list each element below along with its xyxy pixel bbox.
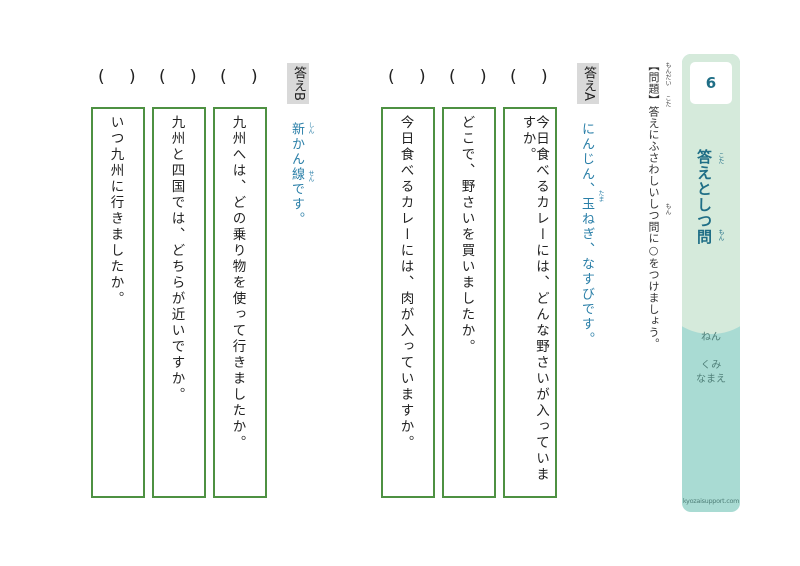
question-text: 九州と四国では、どちらが近いですか。 bbox=[168, 115, 185, 403]
answer-b-tag: 答えB bbox=[287, 63, 309, 104]
instruction-text: 【問題】答えにふさわしいしつ問に○をつけましょう。 bbox=[647, 60, 660, 350]
site-footer: kyozaisupport.com bbox=[682, 497, 740, 505]
band-curve bbox=[682, 254, 740, 334]
worksheet-number: 6 bbox=[690, 62, 732, 104]
paren-open: ( bbox=[388, 67, 395, 87]
question-text: 今日食べるカレーには、どんな野さいが入っていますか。 bbox=[519, 115, 550, 483]
paren-close[interactable]: ) bbox=[190, 67, 197, 87]
question-text: 今日食べるカレーには、肉が入っていますか。 bbox=[397, 115, 414, 451]
instruction-ruby-mon: もん bbox=[664, 203, 671, 215]
question-box-a1: 今日食べるカレーには、どんな野さいが入っていますか。 bbox=[503, 107, 557, 498]
answer-a-ruby-tama: たま bbox=[597, 190, 604, 202]
paren-close[interactable]: ) bbox=[251, 67, 258, 87]
answer-b-ruby-sen: せん bbox=[307, 170, 314, 182]
question-box-a2: どこで、野さいを買いましたか。 bbox=[442, 107, 496, 498]
instruction-ruby-kotae: こた bbox=[664, 95, 671, 107]
answer-a-text: にんじん、玉ねぎ、なすびです。 bbox=[579, 122, 594, 347]
question-text: 九州へは、どの乗り物を使って行きましたか。 bbox=[229, 115, 246, 451]
question-box-b2: 九州と四国では、どちらが近いですか。 bbox=[152, 107, 206, 498]
paren-close[interactable]: ) bbox=[129, 67, 136, 87]
paren-open: ( bbox=[98, 67, 105, 87]
paren-close[interactable]: ) bbox=[419, 67, 426, 87]
answer-a-tag: 答えA bbox=[577, 63, 599, 104]
question-box-a3: 今日食べるカレーには、肉が入っていますか。 bbox=[381, 107, 435, 498]
title-ruby-kotae: こた bbox=[717, 152, 724, 164]
title-ruby-mon: もん bbox=[717, 229, 724, 241]
label-namae: なまえ bbox=[696, 374, 726, 385]
question-text: いつ九州に行きましたか。 bbox=[107, 115, 124, 307]
paren-open: ( bbox=[510, 67, 517, 87]
paren-open: ( bbox=[159, 67, 166, 87]
paren-open: ( bbox=[449, 67, 456, 87]
worksheet-title: 答えとしつ問 bbox=[695, 149, 713, 245]
question-box-b1: 九州へは、どの乗り物を使って行きましたか。 bbox=[213, 107, 267, 498]
instruction-ruby-mondai: もんだい bbox=[664, 62, 671, 86]
label-kumi: くみ bbox=[700, 360, 722, 371]
answer-b-ruby-shin: しん bbox=[307, 122, 314, 134]
paren-close[interactable]: ) bbox=[480, 67, 487, 87]
paren-open: ( bbox=[220, 67, 227, 87]
question-box-b3: いつ九州に行きましたか。 bbox=[91, 107, 145, 498]
answer-b-text: 新かん線です。 bbox=[289, 122, 304, 227]
question-text: どこで、野さいを買いましたか。 bbox=[458, 115, 475, 355]
label-nen: ねん bbox=[701, 332, 721, 343]
side-band: 6 答えとしつ問 こた もん ねん くみ なまえ kyozaisupport.c… bbox=[682, 54, 740, 512]
paren-close[interactable]: ) bbox=[541, 67, 548, 87]
